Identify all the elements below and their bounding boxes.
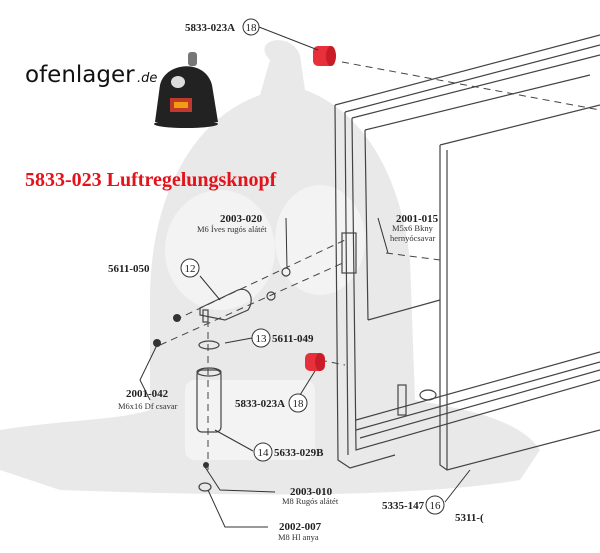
- ofenlager-logo: ofenlager .de: [25, 52, 218, 128]
- svg-text:ofenlager: ofenlager: [25, 62, 135, 88]
- position-number: 18: [246, 22, 258, 34]
- part-description: M6 Íves rugós alátét: [197, 224, 267, 234]
- svg-text:.de: .de: [137, 71, 157, 86]
- stove-mascot-icon: [154, 52, 218, 128]
- part-code: 2001-042: [126, 388, 169, 400]
- part-description: M8 Rugós alátét: [282, 496, 339, 506]
- part-code: 5833-023A: [185, 22, 235, 34]
- part-code: 2002-007: [279, 521, 322, 533]
- part-code: 2001-015: [396, 213, 439, 225]
- part-description: hernyócsavar: [390, 233, 435, 243]
- part-code: 2003-010: [290, 486, 333, 498]
- part-code: 5611-049: [272, 333, 314, 345]
- part-code: 5311-(: [455, 512, 484, 524]
- watermark-mascot-face: [165, 185, 365, 460]
- door-frame: [334, 34, 600, 469]
- parts-shapes: [153, 46, 336, 492]
- part-description: M6x16 Df csavar: [118, 401, 178, 411]
- position-number: 12: [185, 263, 196, 275]
- page-title: 5833-023 Luftregelungsknopf: [25, 169, 277, 191]
- position-number: 18: [293, 398, 305, 410]
- glass-panel: [439, 104, 600, 471]
- part-code: 5335-147: [382, 500, 425, 512]
- part-description: M5x6 Bkny: [392, 223, 434, 233]
- position-number: 16: [430, 500, 442, 512]
- part-description: M8 Hl anya: [278, 532, 319, 542]
- part-code: 5833-023A: [235, 398, 285, 410]
- hinge-plate: [341, 232, 357, 274]
- part-code: 5633-029B: [274, 447, 324, 459]
- handle-cylinder: [196, 369, 222, 433]
- part-code: 2003-020: [220, 213, 263, 225]
- position-number: 13: [256, 333, 268, 345]
- part-code: 5611-050: [108, 263, 150, 275]
- position-number: 14: [258, 447, 270, 459]
